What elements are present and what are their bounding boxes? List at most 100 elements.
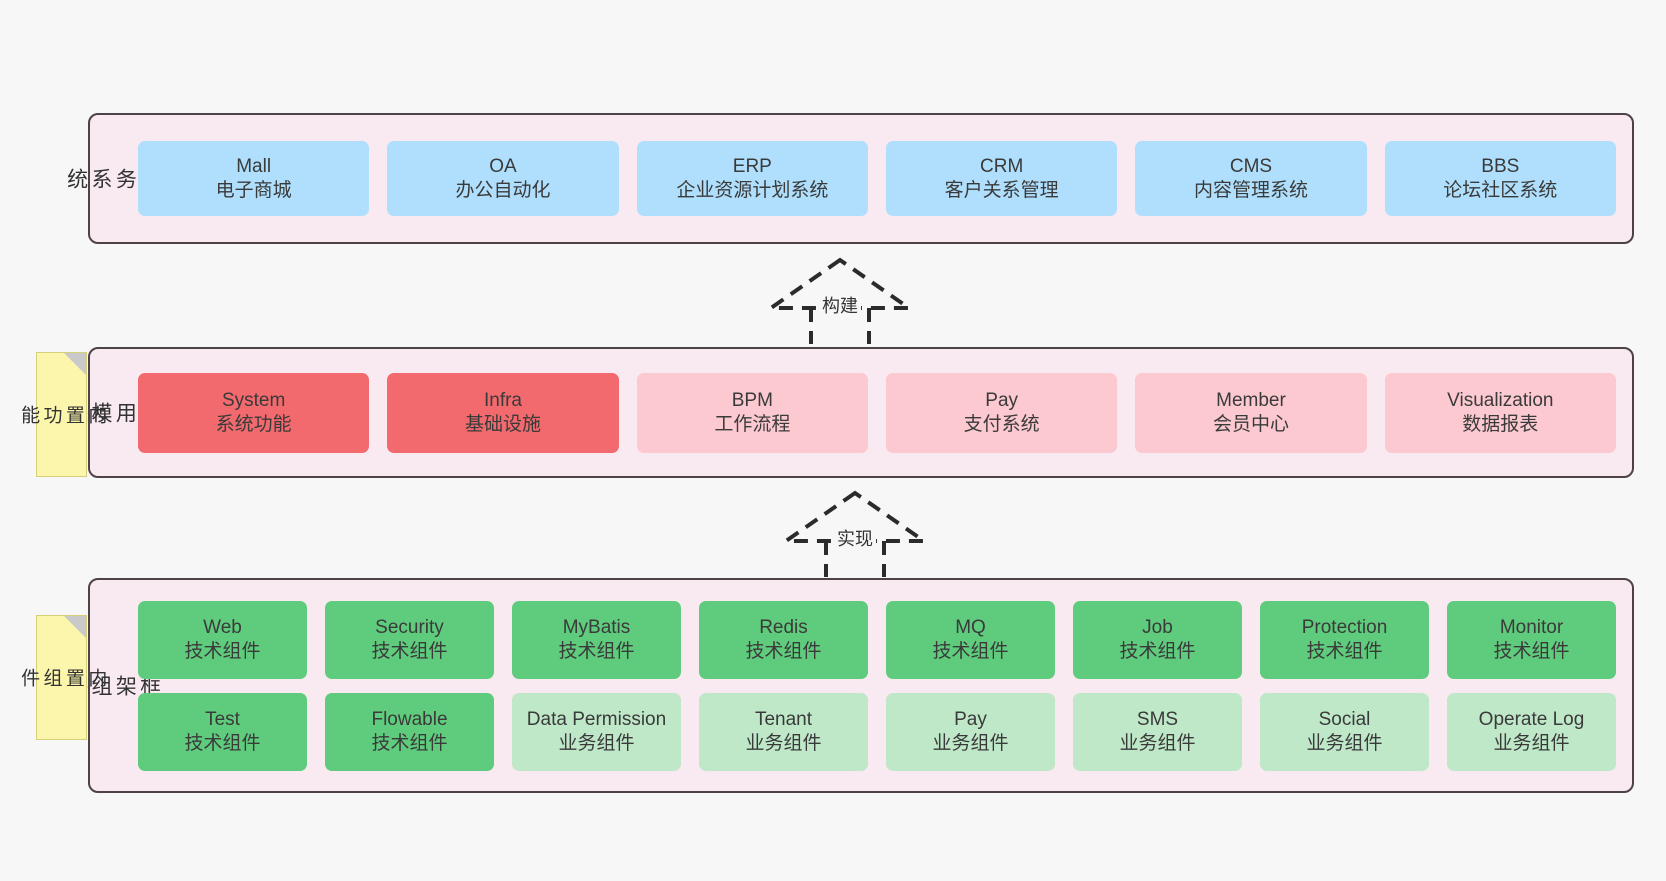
connector-stem	[824, 541, 886, 577]
card-title-cn: 企业资源计划系统	[676, 179, 829, 201]
card-title-en: Mall	[236, 155, 272, 177]
module-card-infra[interactable]: Infra 基础设施	[387, 372, 619, 453]
card-title-en: Security	[375, 616, 444, 638]
framework-card-redis[interactable]: Redis 技术组件	[699, 600, 868, 679]
card-title-cn: 内容管理系统	[1193, 179, 1308, 201]
connector-build: 构建	[755, 256, 925, 344]
card-title-en: Social	[1318, 708, 1371, 730]
framework-card-flowable[interactable]: Flowable 技术组件	[325, 692, 494, 771]
card-title-en: Flowable	[371, 708, 448, 730]
business-card-mall[interactable]: Mall 电子商城	[138, 141, 370, 216]
framework-card-mq[interactable]: MQ 技术组件	[886, 600, 1055, 679]
layer-body-framework: Web 技术组件 Security 技术组件 MyBatis 技术组件 Redi…	[134, 580, 1632, 791]
card-title-en: Data Permission	[526, 708, 667, 730]
framework-card-pay[interactable]: Pay 业务组件	[886, 692, 1055, 771]
note-fold-corner-icon	[64, 616, 86, 638]
card-title-en: BBS	[1481, 155, 1520, 177]
layer-common-modules: 通 用 模 块 System 系统功能 Infra 基础设施 BPM 工作流程 …	[65, 347, 1634, 478]
framework-card-security[interactable]: Security 技术组件	[325, 600, 494, 679]
module-card-bpm[interactable]: BPM 工作流程	[636, 372, 868, 453]
layer-title-business: 业 务 系 统	[64, 167, 161, 190]
hollow-triangle-head	[779, 490, 931, 543]
card-title-en: Infra	[483, 389, 522, 411]
connector-implement-label: 实现	[834, 525, 876, 551]
connector-build-arrow	[764, 257, 916, 344]
card-title-cn: 技术组件	[1493, 640, 1570, 662]
framework-row-technical: Web 技术组件 Security 技术组件 MyBatis 技术组件 Redi…	[138, 600, 1616, 679]
connector-stem	[809, 308, 871, 344]
card-title-cn: 系统功能	[215, 413, 292, 435]
card-title-cn: 客户关系管理	[944, 179, 1059, 201]
card-title-en: Job	[1142, 616, 1173, 638]
card-title-en: Tenant	[754, 708, 813, 730]
framework-card-test[interactable]: Test 技术组件	[138, 692, 307, 771]
business-card-bbs[interactable]: BBS 论坛社区系统	[1384, 141, 1616, 216]
framework-row-business: Test 技术组件 Flowable 技术组件 Data Permission …	[138, 692, 1616, 771]
module-card-member[interactable]: Member 会员中心	[1135, 372, 1367, 453]
card-title-cn: 业务组件	[1306, 732, 1383, 754]
card-title-en: MyBatis	[562, 616, 631, 638]
card-title-en: System	[221, 389, 286, 411]
card-title-cn: 电子商城	[215, 179, 292, 201]
card-title-en: Member	[1216, 389, 1286, 411]
card-title-en: Pay	[985, 389, 1019, 411]
connector-build-label: 构建	[819, 292, 861, 318]
business-card-cms[interactable]: CMS 内容管理系统	[1135, 141, 1367, 216]
card-title-en: Web	[203, 616, 242, 638]
card-title-cn: 业务组件	[1119, 732, 1196, 754]
framework-card-sms[interactable]: SMS 业务组件	[1073, 692, 1242, 771]
card-title-cn: 业务组件	[558, 732, 635, 754]
card-title-cn: 技术组件	[184, 640, 261, 662]
module-card-system[interactable]: System 系统功能	[138, 372, 370, 453]
card-title-cn: 技术组件	[1306, 640, 1383, 662]
note-fold-corner-icon	[64, 353, 86, 375]
connector-implement: 实现	[770, 489, 940, 577]
card-title-cn: 论坛社区系统	[1443, 179, 1558, 201]
card-title-cn: 技术组件	[932, 640, 1009, 662]
card-title-cn: 技术组件	[371, 732, 448, 754]
framework-card-job[interactable]: Job 技术组件	[1073, 600, 1242, 679]
card-title-cn: 技术组件	[1119, 640, 1196, 662]
framework-card-social[interactable]: Social 业务组件	[1260, 692, 1429, 771]
module-card-visualization[interactable]: Visualization 数据报表	[1384, 372, 1616, 453]
modules-row: System 系统功能 Infra 基础设施 BPM 工作流程 Pay 支付系统…	[138, 372, 1616, 453]
framework-card-monitor[interactable]: Monitor 技术组件	[1447, 600, 1616, 679]
framework-card-operate-log[interactable]: Operate Log 业务组件	[1447, 692, 1616, 771]
card-title-en: ERP	[732, 155, 772, 177]
card-title-cn: 技术组件	[371, 640, 448, 662]
note-builtin-function-label: 内 置 功 能	[18, 404, 107, 425]
business-card-oa[interactable]: OA 办公自动化	[387, 141, 619, 216]
card-title-cn: 基础设施	[464, 413, 541, 435]
business-card-crm[interactable]: CRM 客户关系管理	[885, 141, 1118, 216]
note-builtin-component-label: 内 置 组 件	[18, 667, 107, 688]
card-title-cn: 业务组件	[1493, 732, 1570, 754]
card-title-en: SMS	[1136, 708, 1179, 730]
card-title-cn: 技术组件	[745, 640, 822, 662]
framework-card-data-permission[interactable]: Data Permission 业务组件	[512, 692, 681, 771]
card-title-en: Visualization	[1447, 389, 1554, 411]
card-title-en: Monitor	[1499, 616, 1564, 638]
hollow-triangle-head	[764, 257, 916, 310]
framework-card-protection[interactable]: Protection 技术组件	[1260, 600, 1429, 679]
framework-card-tenant[interactable]: Tenant 业务组件	[699, 692, 868, 771]
card-title-cn: 技术组件	[558, 640, 635, 662]
card-title-cn: 办公自动化	[455, 179, 551, 201]
card-title-en: CMS	[1229, 155, 1273, 177]
card-title-cn: 数据报表	[1462, 413, 1539, 435]
business-card-erp[interactable]: ERP 企业资源计划系统	[636, 141, 868, 216]
framework-card-web[interactable]: Web 技术组件	[138, 600, 307, 679]
card-title-en: OA	[489, 155, 517, 177]
card-title-en: CRM	[980, 155, 1024, 177]
framework-card-mybatis[interactable]: MyBatis 技术组件	[512, 600, 681, 679]
layer-body-modules: System 系统功能 Infra 基础设施 BPM 工作流程 Pay 支付系统…	[134, 349, 1632, 476]
card-title-en: Test	[205, 708, 240, 730]
card-title-en: MQ	[955, 616, 986, 638]
module-card-pay[interactable]: Pay 支付系统	[885, 372, 1118, 453]
card-title-cn: 技术组件	[184, 732, 261, 754]
card-title-en: Operate Log	[1478, 708, 1585, 730]
card-title-cn: 支付系统	[963, 413, 1040, 435]
connector-implement-arrow	[779, 490, 931, 577]
card-title-cn: 工作流程	[714, 413, 791, 435]
layer-framework-components: 框 架 组 件 Web 技术组件 Security 技术组件 MyBatis 技…	[65, 578, 1634, 793]
